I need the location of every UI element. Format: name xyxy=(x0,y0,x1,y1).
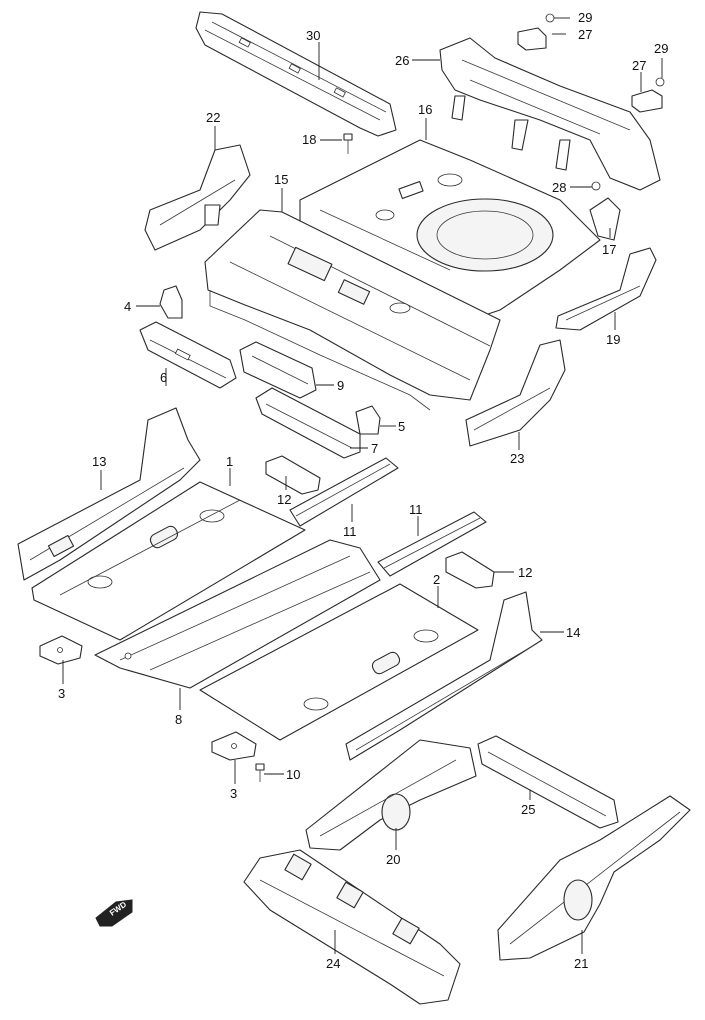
callout-3-left: 3 xyxy=(58,686,65,701)
callout-19: 19 xyxy=(606,332,620,347)
part-26-rear-end-panel xyxy=(439,37,661,191)
callout-26: 26 xyxy=(395,53,409,68)
callout-12-lower: 12 xyxy=(518,565,532,580)
callout-30: 30 xyxy=(306,28,320,43)
part-11-cross-member-lower xyxy=(377,511,487,577)
part-6-seat-cross-member xyxy=(139,321,237,389)
callout-17: 17 xyxy=(602,242,616,257)
callout-29-upper: 29 xyxy=(578,10,592,25)
callout-6: 6 xyxy=(160,370,167,385)
part-9-cross-member xyxy=(239,341,317,399)
part-23-rear-side-sill xyxy=(465,339,566,447)
callout-15: 15 xyxy=(274,172,288,187)
part-11-cross-member-upper xyxy=(289,457,399,527)
callout-24: 24 xyxy=(326,956,340,971)
part-25-front-cross-member xyxy=(477,735,619,829)
callout-22: 22 xyxy=(206,110,220,125)
part-17-bracket xyxy=(589,197,621,241)
part-28-bolt xyxy=(591,181,601,191)
callout-13: 13 xyxy=(92,454,106,469)
callout-7: 7 xyxy=(371,441,378,456)
part-15-rear-floor-front xyxy=(204,209,501,411)
callout-23: 23 xyxy=(510,451,524,466)
forward-arrow-icon: FWD xyxy=(95,899,133,927)
part-29-nut-upper xyxy=(545,13,555,23)
callout-27-upper: 27 xyxy=(578,27,592,42)
part-13-left-side-sill xyxy=(17,407,201,581)
callout-28: 28 xyxy=(552,180,566,195)
part-29-nut-right xyxy=(655,77,665,87)
callout-11-right: 11 xyxy=(409,502,423,517)
part-7-cross-member xyxy=(255,387,361,459)
part-3-plate-left xyxy=(39,635,83,665)
callout-14: 14 xyxy=(566,625,580,640)
part-27-bracket-right xyxy=(631,89,663,113)
part-19-reinforcement xyxy=(555,247,657,331)
callout-1: 1 xyxy=(226,454,233,469)
callout-10: 10 xyxy=(286,767,300,782)
callout-4: 4 xyxy=(124,299,131,314)
leader-lines xyxy=(62,17,663,954)
part-8-center-tunnel xyxy=(94,539,381,689)
part-18-bolt xyxy=(343,133,353,154)
part-21-right-frame-rail xyxy=(497,795,691,961)
part-1-left-front-floor xyxy=(31,481,306,641)
part-12-cross-member-lower xyxy=(445,551,495,589)
callout-3-center: 3 xyxy=(230,786,237,801)
part-4-bracket xyxy=(159,285,183,319)
callout-2: 2 xyxy=(433,572,440,587)
callout-21: 21 xyxy=(574,956,588,971)
callout-8: 8 xyxy=(175,712,182,727)
callout-18: 18 xyxy=(302,132,316,147)
callout-11-left: 11 xyxy=(343,524,357,539)
callout-25: 25 xyxy=(521,802,535,817)
part-5-bracket xyxy=(355,405,381,435)
callout-20: 20 xyxy=(386,852,400,867)
part-12-cross-member-upper xyxy=(265,455,321,495)
callout-5: 5 xyxy=(398,419,405,434)
part-22-rear-side-member xyxy=(144,144,251,251)
part-14-right-side-sill xyxy=(345,591,543,761)
part-27-bracket-upper xyxy=(517,27,547,51)
callout-12-upper: 12 xyxy=(277,492,291,507)
part-20-front-frame xyxy=(305,739,477,851)
part-24-lower-frame-rail xyxy=(243,849,461,1005)
part-3-plate-center xyxy=(211,731,257,761)
callout-9: 9 xyxy=(337,378,344,393)
callout-29-right: 29 xyxy=(654,41,668,56)
callout-labels: 30 26 27 29 27 29 18 16 28 22 15 17 19 4… xyxy=(58,10,668,971)
part-2-right-front-floor xyxy=(199,583,479,741)
callout-16: 16 xyxy=(418,102,432,117)
callout-27-right: 27 xyxy=(632,58,646,73)
part-10-bolt xyxy=(255,763,265,782)
part-30-rear-cross-member xyxy=(195,11,397,137)
